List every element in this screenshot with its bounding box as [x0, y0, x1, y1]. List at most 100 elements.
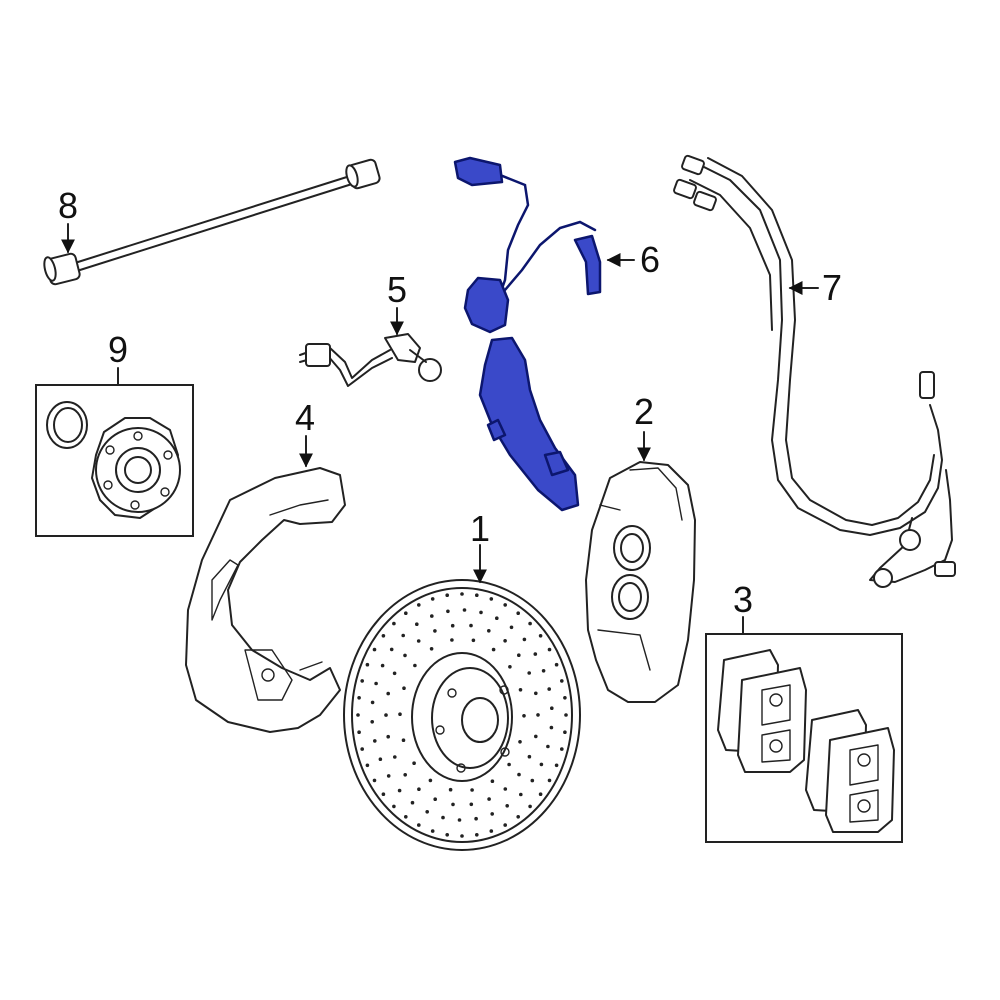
- part-5-speed-sensor[interactable]: [299, 333, 442, 387]
- drill-hole: [538, 792, 543, 796]
- drill-hole: [356, 713, 360, 717]
- drill-hole: [528, 621, 532, 626]
- drill-hole: [560, 747, 564, 751]
- drill-hole: [392, 621, 396, 626]
- drill-hole: [564, 713, 568, 717]
- drill-hole: [530, 778, 535, 783]
- drill-hole: [445, 833, 450, 837]
- drill-hole: [372, 778, 377, 783]
- drill-hole: [534, 734, 538, 739]
- callout-3: 3: [733, 579, 753, 620]
- callout-1: 1: [470, 508, 490, 549]
- drill-hole: [460, 592, 464, 596]
- drill-hole: [518, 740, 522, 744]
- drill-hole: [381, 792, 386, 796]
- drill-hole: [505, 804, 510, 808]
- drill-hole: [403, 773, 408, 777]
- callout-2: 2: [634, 391, 654, 432]
- part-4-dust-shield[interactable]: [185, 467, 346, 733]
- drill-hole: [547, 687, 551, 691]
- drill-hole: [547, 647, 552, 652]
- drill-hole: [534, 691, 538, 696]
- drill-hole: [446, 609, 450, 614]
- drill-hole: [451, 802, 455, 807]
- part-8-wear-sensor-rod[interactable]: [42, 158, 381, 286]
- drill-hole: [563, 696, 567, 700]
- drill-hole: [389, 647, 394, 652]
- drill-hole: [374, 681, 378, 686]
- drill-hole: [370, 700, 375, 705]
- drill-hole: [462, 608, 467, 612]
- drill-hole: [528, 804, 532, 809]
- drill-hole: [536, 713, 540, 717]
- drill-hole: [533, 652, 538, 656]
- drill-hole: [490, 812, 495, 816]
- drill-hole: [538, 634, 543, 638]
- drill-hole: [392, 804, 396, 809]
- drill-hole: [357, 730, 361, 734]
- drill-hole: [430, 829, 435, 833]
- drill-hole: [415, 622, 419, 626]
- drill-hole: [522, 637, 527, 642]
- drill-hole: [563, 730, 567, 734]
- drill-hole: [487, 629, 491, 633]
- drill-hole: [433, 629, 437, 633]
- drill-hole: [404, 815, 408, 819]
- drill-hole: [503, 639, 507, 643]
- part-9-hub-bearing[interactable]: [35, 384, 194, 537]
- drill-hole: [360, 747, 365, 751]
- drill-hole: [475, 833, 479, 837]
- drill-hole: [522, 714, 526, 718]
- drill-hole: [554, 763, 559, 768]
- drill-hole: [495, 616, 499, 620]
- callout-8: 8: [58, 185, 78, 226]
- drill-hole: [508, 665, 512, 669]
- drill-hole: [357, 696, 361, 700]
- drill-hole: [429, 647, 434, 651]
- callout-5: 5: [387, 269, 407, 310]
- drill-hole: [470, 788, 474, 792]
- drill-hole: [527, 754, 532, 759]
- drill-hole: [517, 772, 521, 777]
- drill-hole: [527, 671, 531, 675]
- part-1-brake-rotor[interactable]: [343, 579, 581, 851]
- drill-hole: [403, 653, 407, 658]
- drill-hole: [450, 638, 454, 642]
- drill-hole: [491, 647, 496, 652]
- part-3-brake-pads[interactable]: [705, 633, 903, 843]
- drill-hole: [560, 679, 564, 683]
- drill-hole: [380, 663, 385, 668]
- drill-hole: [549, 725, 554, 730]
- drill-hole: [489, 829, 494, 833]
- part-6-wear-sensor-harness-highlighted[interactable]: [453, 156, 602, 512]
- drill-hole: [489, 597, 494, 601]
- drill-hole: [360, 679, 365, 683]
- drill-hole: [410, 800, 415, 805]
- drill-hole: [392, 671, 397, 676]
- callout-4: 4: [295, 397, 315, 438]
- drill-hole: [397, 788, 402, 793]
- part-7-brake-harness[interactable]: [673, 154, 956, 588]
- drill-hole: [441, 815, 445, 820]
- drill-hole: [490, 779, 495, 783]
- drill-hole: [546, 744, 550, 749]
- drill-hole: [516, 815, 520, 819]
- drill-hole: [516, 611, 520, 615]
- drill-hole: [402, 686, 406, 690]
- drill-hole: [401, 633, 406, 638]
- drill-hole: [404, 611, 408, 615]
- drill-hole: [469, 623, 473, 628]
- part-2-brake-caliper[interactable]: [585, 461, 696, 703]
- drill-hole: [475, 593, 479, 597]
- drill-hole: [412, 761, 416, 765]
- drill-hole: [365, 662, 370, 667]
- drill-hole: [448, 787, 453, 792]
- leader-lines: [61, 223, 819, 635]
- drill-hole: [373, 739, 377, 743]
- drill-hole: [550, 706, 554, 710]
- drill-hole: [469, 802, 474, 807]
- drill-hole: [425, 810, 430, 814]
- drill-hole: [413, 663, 417, 668]
- callout-9: 9: [108, 329, 128, 370]
- drill-hole: [430, 614, 434, 618]
